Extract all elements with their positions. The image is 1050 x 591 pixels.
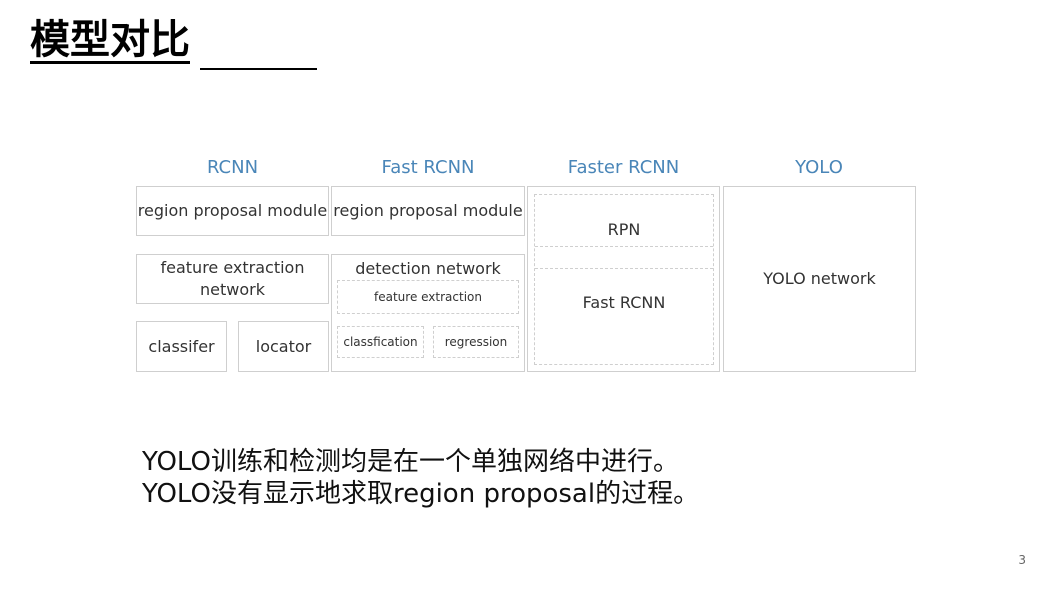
rcnn-feature-extraction-box: feature extraction network — [136, 254, 329, 304]
rcnn-classifier-box: classifer — [136, 321, 227, 372]
rcnn-feature-extraction-label: feature extraction network — [160, 258, 305, 299]
fast-rcnn-detection-network-label: detection network — [355, 259, 501, 278]
fast-rcnn-feature-extraction-box: feature extraction — [337, 280, 519, 314]
rcnn-classifier-label: classifer — [148, 336, 215, 356]
fast-rcnn-classification-label: classfication — [343, 334, 418, 349]
fast-rcnn-regression-box: regression — [433, 326, 519, 358]
fast-rcnn-feature-extraction-label: feature extraction — [374, 289, 482, 304]
rcnn-region-proposal-label: region proposal module — [137, 201, 328, 221]
faster-rcnn-divider-bottom — [535, 268, 713, 269]
faster-rcnn-inner-frame — [534, 194, 714, 365]
notes-block: YOLO训练和检测均是在一个单独网络中进行。 YOLO没有显示地求取region… — [142, 446, 699, 510]
rcnn-region-proposal-box: region proposal module — [136, 186, 329, 236]
faster-rcnn-fast-rcnn-label: Fast RCNN — [535, 287, 713, 319]
header-yolo: YOLO — [795, 157, 843, 178]
fast-rcnn-region-proposal-label: region proposal module — [333, 201, 523, 221]
fast-rcnn-region-proposal-box: region proposal module — [331, 186, 525, 236]
title-underline — [200, 68, 317, 70]
faster-rcnn-rpn-text: RPN — [607, 220, 641, 240]
header-rcnn: RCNN — [206, 157, 259, 178]
slide-title: 模型对比 — [30, 17, 190, 63]
rcnn-locator-box: locator — [238, 321, 329, 372]
note-line-1: YOLO训练和检测均是在一个单独网络中进行。 — [142, 447, 679, 477]
faster-rcnn-fast-rcnn-text: Fast RCNN — [582, 293, 666, 313]
yolo-network-box: YOLO network — [723, 186, 916, 372]
faster-rcnn-rpn-label: RPN — [535, 214, 713, 246]
page-number: 3 — [1018, 553, 1026, 567]
header-fast-rcnn: Fast RCNN — [381, 157, 475, 178]
fast-rcnn-regression-label: regression — [444, 334, 508, 349]
faster-rcnn-divider-top — [535, 246, 713, 247]
header-faster-rcnn: Faster RCNN — [567, 157, 680, 178]
yolo-network-label: YOLO network — [763, 269, 876, 289]
rcnn-locator-label: locator — [255, 336, 312, 356]
note-line-2: YOLO没有显示地求取region proposal的过程。 — [142, 479, 700, 509]
fast-rcnn-classification-box: classfication — [337, 326, 424, 358]
